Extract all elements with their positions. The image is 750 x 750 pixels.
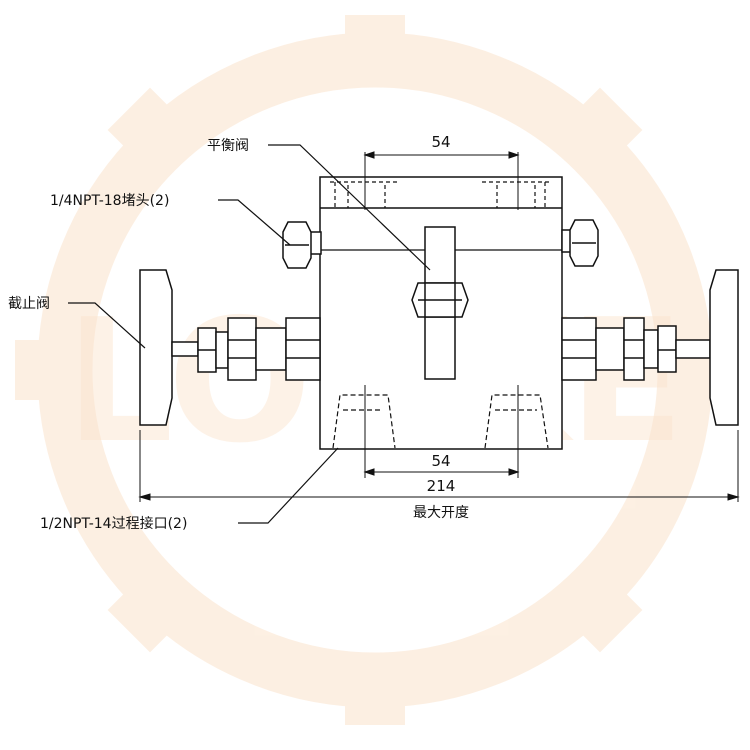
bottom-spacing-dimension: 54 [431, 452, 450, 470]
process-port-label: 1/2NPT-14过程接口(2) [40, 515, 187, 532]
overall-width-dimension: 214 [427, 477, 456, 495]
right-stop-valve [561, 269, 739, 426]
balance-valve-stem [411, 226, 469, 380]
process-port-bores [332, 394, 549, 449]
dimension-lines [138, 151, 740, 502]
balance-valve-label: 平衡阀 [207, 138, 249, 154]
right-plug [561, 219, 599, 267]
top-spacing-dimension: 54 [431, 133, 450, 151]
stop-valve-label: 截止阀 [8, 296, 50, 312]
plug-label: 1/4NPT-18堵头(2) [50, 193, 169, 209]
left-plug [282, 221, 322, 269]
leader-lines [68, 144, 431, 524]
left-stop-valve [139, 269, 321, 426]
max-opening-label: 最大开度 [413, 505, 469, 521]
